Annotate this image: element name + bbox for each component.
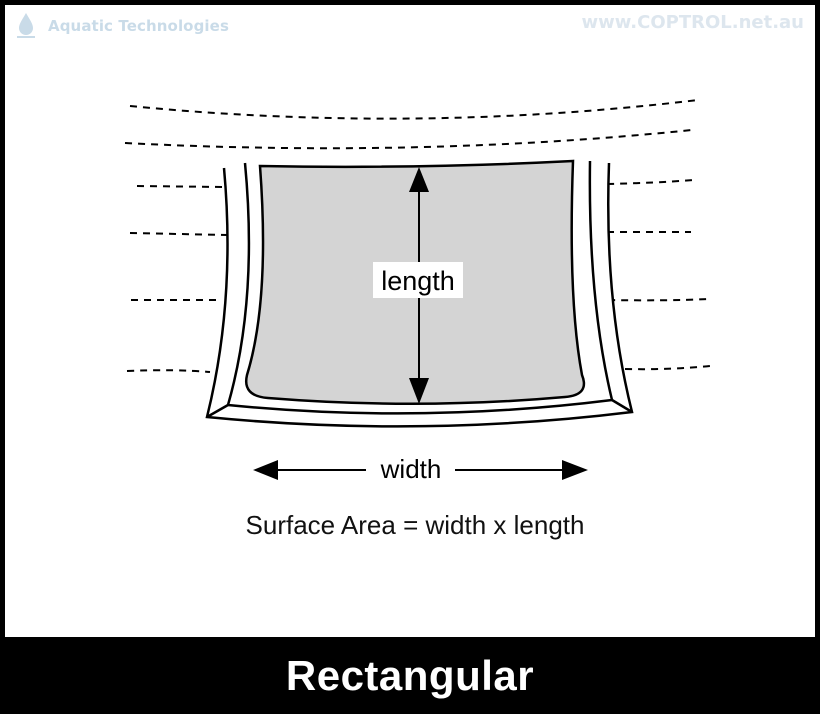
pool-inner-wall [226,160,614,415]
ground-lines [124,99,711,373]
brand-logo: Aquatic Technologies [14,12,229,40]
width-arrow-head-left [253,460,278,480]
length-label-bg [373,262,463,298]
length-label: length [381,266,455,296]
ground-line-left-1 [136,185,225,188]
pool-corner-left [206,403,229,419]
surface-area-formula: Surface Area = width x length [245,510,585,540]
width-arrow-head-right [562,460,588,480]
pool-corner-right [611,398,633,414]
water-drop-icon [17,13,35,38]
website-url: www.COPTROL.net.au [581,12,804,33]
ground-line-second [124,129,693,150]
footer-bar: Rectangular [0,637,820,714]
brand-name: Aquatic Technologies [48,17,229,35]
ground-line-left-2 [129,232,229,236]
width-label: width [380,454,442,484]
ground-line-right-1 [606,179,695,185]
length-arrow-head-down [409,378,429,404]
pool-diagram: length width [124,99,711,484]
ground-line-top [129,99,699,120]
shape-title: Rectangular [285,651,535,699]
length-arrow-head-up [409,167,429,192]
ground-line-right-4 [624,365,711,371]
ground-line-right-3 [607,298,711,302]
ground-line-left-4 [126,369,211,373]
